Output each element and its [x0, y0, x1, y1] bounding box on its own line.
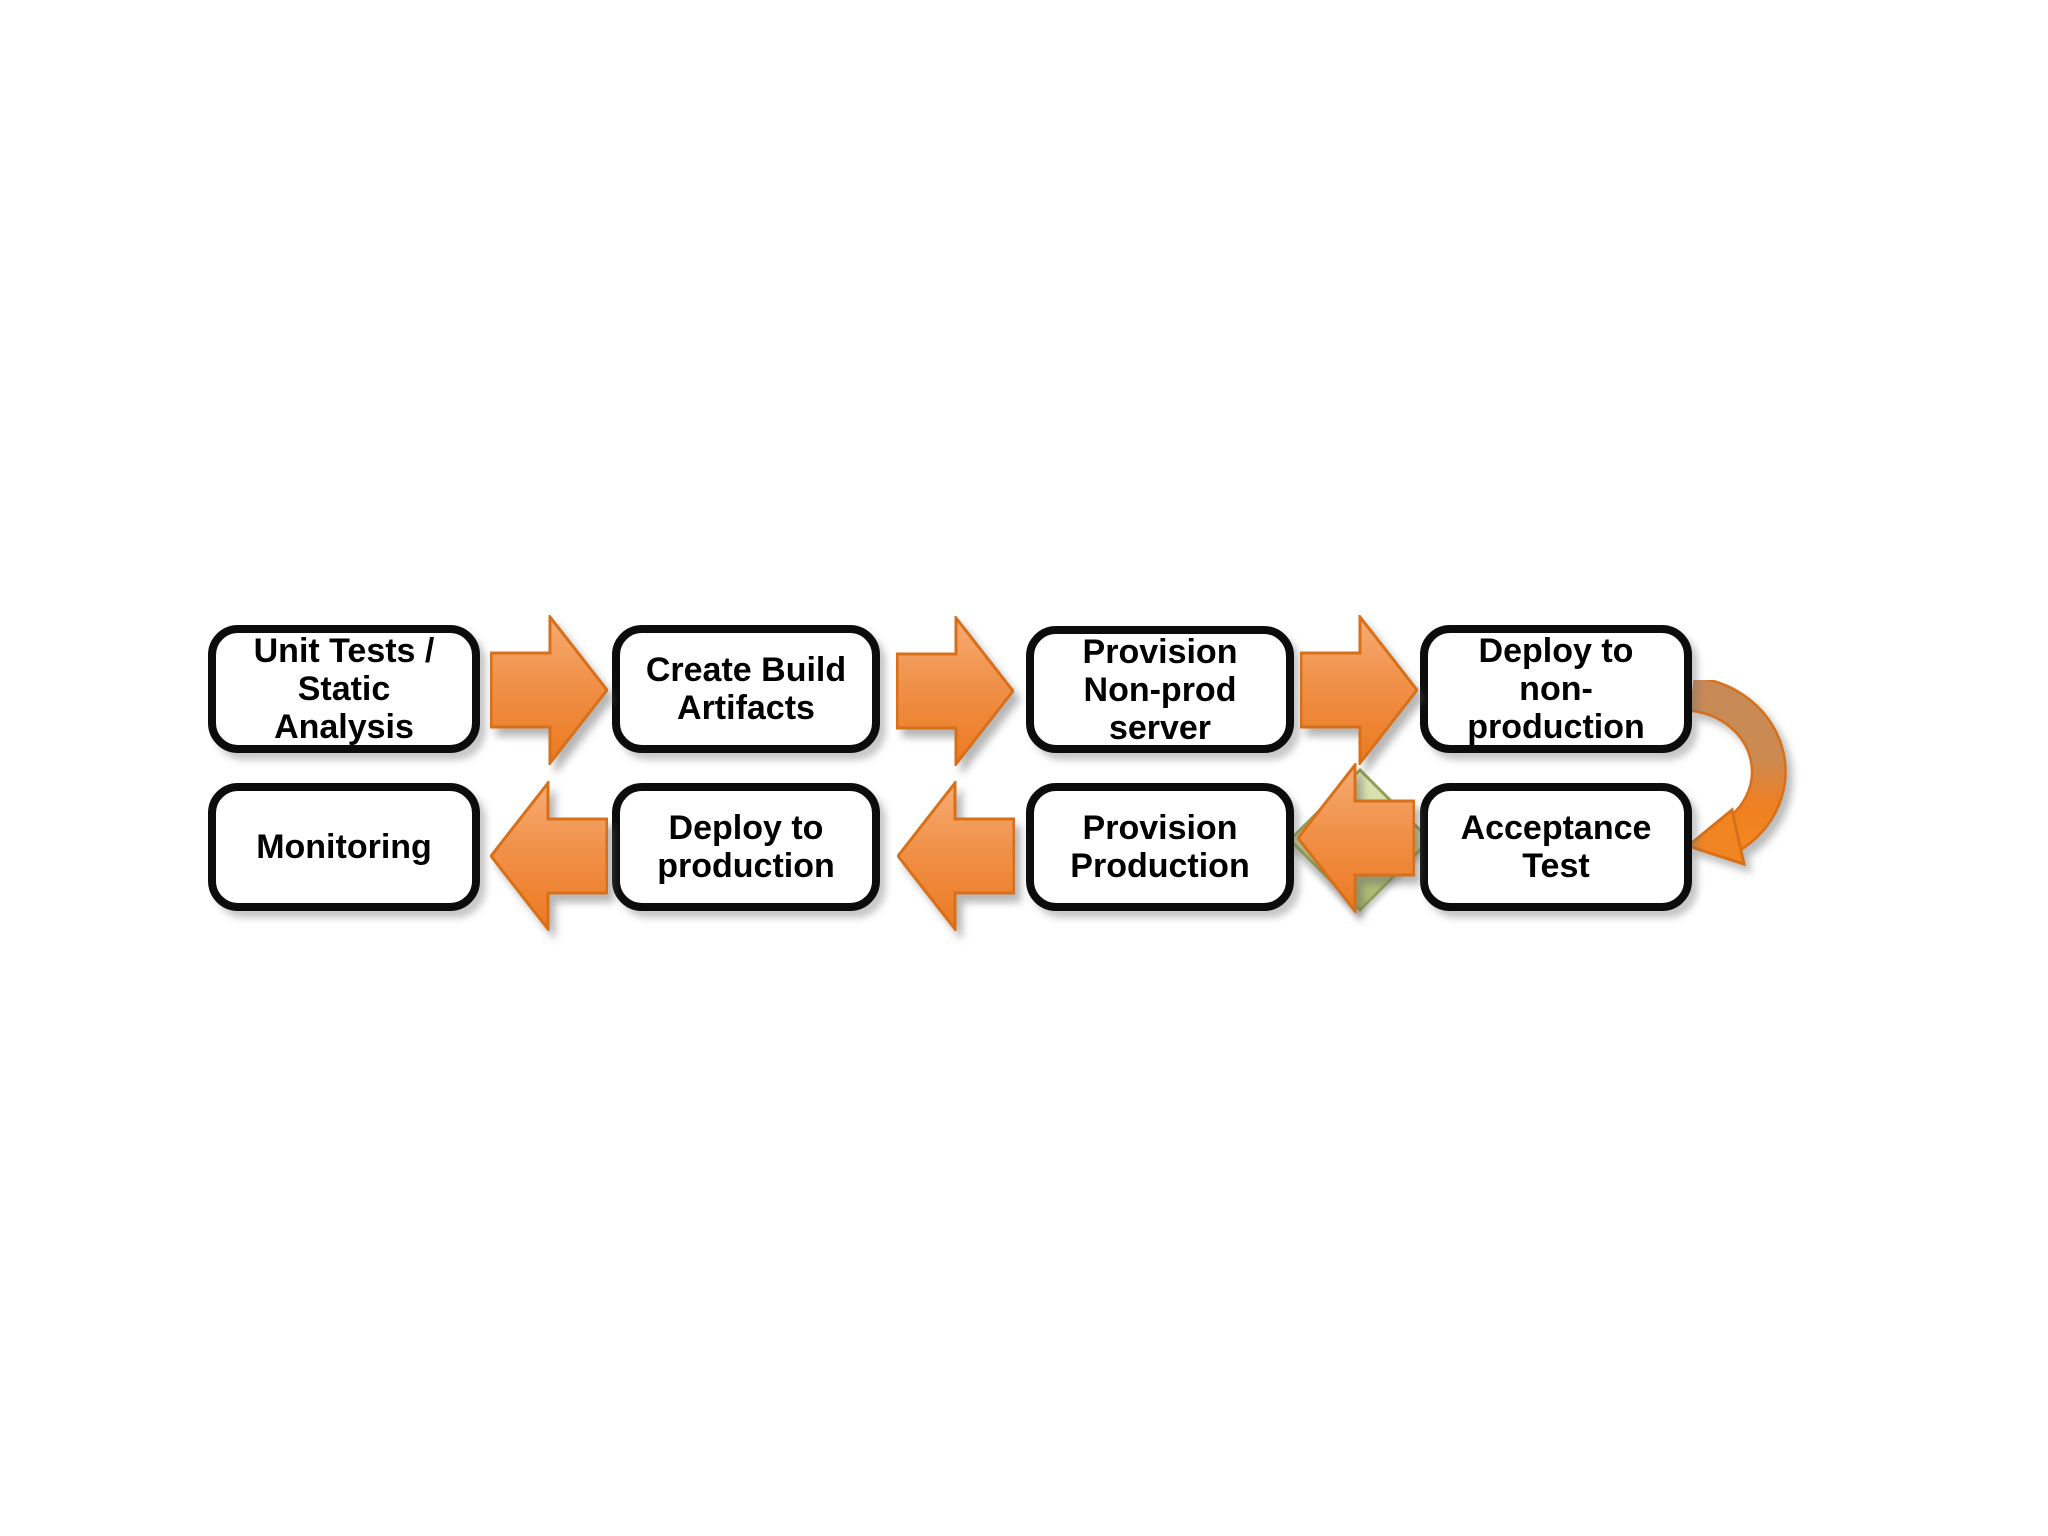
step-deploy-to-production: Deploy to production [612, 783, 880, 911]
step-monitoring: Monitoring [208, 783, 480, 911]
step-unit-tests: Unit Tests / Static Analysis [208, 625, 480, 753]
arrow-left-deployprod-to-monitoring-icon [490, 781, 608, 931]
step-deploy-to-non-production-label: Deploy to non- production [1467, 632, 1645, 746]
arrow-left-provision-to-deployprod-icon [897, 781, 1015, 931]
arrow-right-create-to-provision-icon [896, 616, 1014, 766]
step-provision-production-label: Provision Production [1070, 809, 1250, 885]
step-acceptance-test-label: Acceptance Test [1460, 809, 1652, 885]
step-monitoring-label: Monitoring [256, 828, 432, 866]
step-provision-nonprod-server-label: Provision Non-prod server [1082, 632, 1238, 747]
arrow-right-provision-to-deploy-icon [1300, 615, 1418, 765]
step-unit-tests-label: Unit Tests / Static Analysis [253, 632, 435, 746]
step-provision-nonprod-server: Provision Non-prod server [1026, 626, 1294, 753]
step-create-build-artifacts: Create Build Artifacts [612, 625, 880, 753]
step-create-build-artifacts-label: Create Build Artifacts [645, 651, 847, 727]
step-acceptance-test: Acceptance Test [1420, 783, 1692, 911]
arrow-curved-deploy-to-acceptance-icon [1686, 680, 1787, 867]
step-provision-production: Provision Production [1026, 783, 1294, 911]
arrow-right-unit-to-create-icon [490, 615, 608, 765]
arrow-left-acceptance-to-provision-icon [1297, 763, 1415, 913]
step-deploy-to-production-label: Deploy to production [657, 809, 835, 885]
step-deploy-to-non-production: Deploy to non- production [1420, 625, 1692, 753]
